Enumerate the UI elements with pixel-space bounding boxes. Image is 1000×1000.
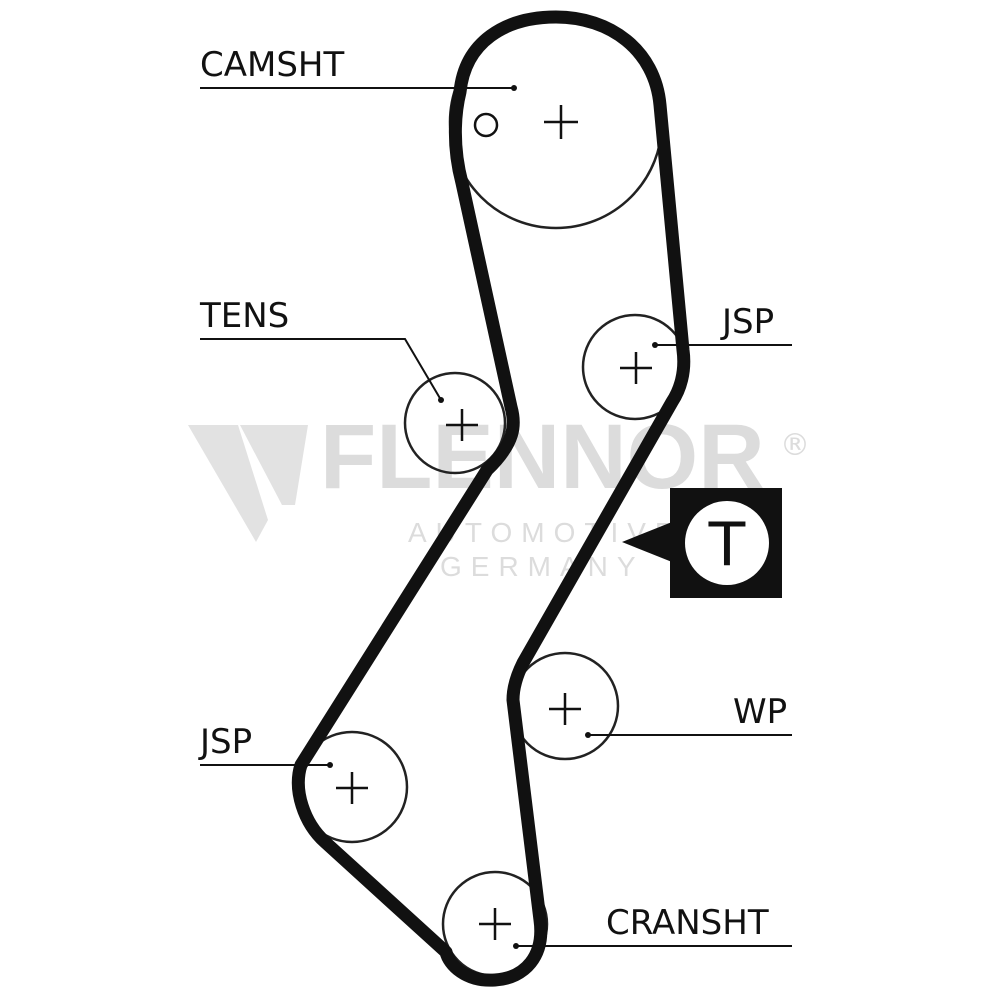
timing-mark-icon: [473, 112, 499, 138]
tension-symbol-letter: T: [708, 510, 746, 580]
tensioner-pulley: [403, 371, 507, 475]
label-camshaft: CAMSHT: [200, 45, 344, 85]
idler-lower-center-icon: [336, 772, 368, 804]
tensioner-leader: [200, 338, 442, 401]
idler-upper-center-icon: [620, 352, 652, 384]
tension-symbol-icon: T: [622, 488, 782, 598]
camshaft-center-icon: [544, 105, 578, 139]
label-crankshaft: CRANSHT: [606, 903, 769, 943]
watermark-registered: ®: [780, 428, 810, 463]
label-idler-upper: JSP: [720, 302, 774, 342]
watermark-line2: GERMANY: [440, 551, 645, 582]
label-water-pump: WP: [733, 692, 787, 732]
water-pump-center-icon: [549, 693, 581, 725]
watermark-logo-icon: [188, 425, 308, 542]
label-idler-lower: JSP: [198, 722, 252, 762]
timing-belt: [291, 10, 691, 987]
label-tensioner: TENS: [199, 296, 289, 336]
tensioner-center-icon: [446, 409, 478, 441]
crankshaft-center-icon: [479, 908, 511, 940]
